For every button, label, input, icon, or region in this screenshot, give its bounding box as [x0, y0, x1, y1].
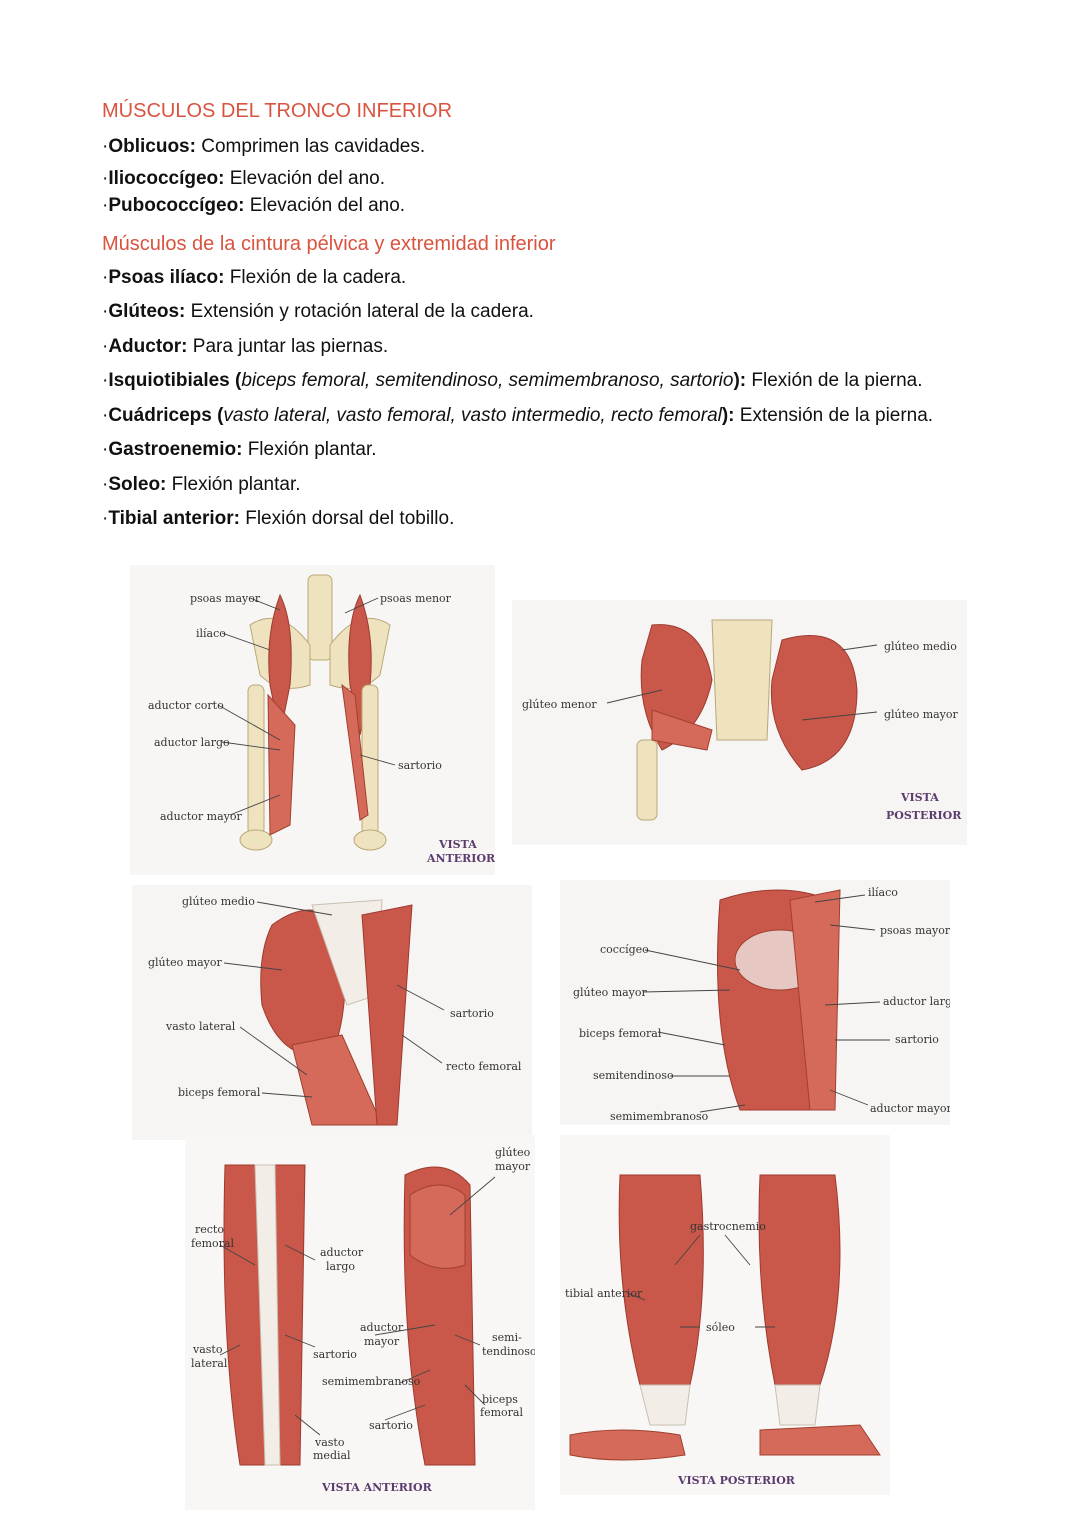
label-aductor-largo: aductor largo: [154, 736, 230, 749]
list-item: ·Psoas ilíaco: Flexión de la cadera.: [102, 266, 407, 288]
label-mayor: mayor: [364, 1335, 400, 1348]
label-aductor: aductor: [320, 1246, 364, 1259]
label-sartorio: sartorio: [895, 1033, 939, 1046]
list-item: ·Gastroenemio: Flexión plantar.: [102, 439, 377, 460]
list-item: ·Cuádriceps (vasto lateral, vasto femora…: [102, 404, 934, 426]
section2-title: Músculos de la cintura pélvica y extremi…: [102, 232, 556, 255]
label-semi: semi-: [492, 1331, 522, 1344]
label-iliaco: ilíaco: [196, 627, 226, 640]
label-gluteo-medio: glúteo medio: [884, 640, 957, 653]
label-aductor-largo: aductor largo: [883, 995, 950, 1008]
view-label: VISTA ANTERIOR: [321, 1481, 433, 1494]
label-gluteo-medio: glúteo medio: [182, 895, 255, 908]
label-iliaco: ilíaco: [868, 886, 898, 899]
label-semimembranoso: semimembranoso: [322, 1375, 421, 1388]
label-gluteo-mayor: glúteo mayor: [573, 986, 648, 999]
label-vasto-lateral: vasto lateral: [165, 1020, 236, 1033]
label-tibial-anterior: tibial anterior: [565, 1287, 643, 1300]
label-semimembranoso: semimembranoso: [610, 1110, 709, 1123]
label-femoral: femoral: [480, 1406, 523, 1419]
label-semitendinoso: semitendinoso: [593, 1069, 674, 1082]
label-aductor-mayor: aductor mayor: [160, 810, 242, 823]
label-psoas-menor: psoas menor: [380, 592, 452, 605]
label-sartorio: sartorio: [398, 759, 442, 772]
label-gluteo-mayor: glúteo mayor: [148, 956, 223, 969]
figure-medial-thigh: ilíaco psoas mayor coccígeo glúteo mayor…: [560, 880, 950, 1125]
label-aductor: aductor: [360, 1321, 404, 1334]
label-gluteo: glúteo: [495, 1146, 531, 1159]
figure-anterior-pelvis: psoas mayor psoas menor ilíaco aductor c…: [130, 565, 495, 875]
list-item: ·Pubococcígeo: Elevación del ano.: [102, 194, 406, 216]
label-gluteo-menor: glúteo menor: [522, 698, 597, 711]
label-soleo: sóleo: [706, 1321, 735, 1334]
list-item: ·Aductor: Para juntar las piernas.: [102, 335, 389, 357]
view-label: ANTERIOR: [426, 852, 495, 865]
view-label: VISTA POSTERIOR: [677, 1474, 796, 1487]
label-recto-femoral: recto femoral: [446, 1060, 522, 1073]
label-aductor-mayor: aductor mayor: [870, 1102, 950, 1115]
label-gluteo-mayor: glúteo mayor: [884, 708, 959, 721]
list-item: ·Isquiotibiales (biceps femoral, semiten…: [102, 370, 923, 391]
figure-lower-leg: gastrocnemio tibial anterior sóleo VISTA…: [560, 1135, 890, 1495]
label-psoas-mayor: psoas mayor: [190, 592, 261, 605]
label-gastrocnemio: gastrocnemio: [690, 1220, 766, 1233]
view-label: VISTA: [438, 838, 477, 851]
label-coccigeo: coccígeo: [600, 943, 649, 956]
label-psoas-mayor: psoas mayor: [880, 924, 950, 937]
list-item: ·Iliococcígeo: Elevación del ano.: [102, 167, 386, 189]
label-sartorio: sartorio: [450, 1007, 494, 1020]
list-item: ·Glúteos: Extensión y rotación lateral d…: [102, 301, 534, 322]
label-lateral: lateral: [191, 1357, 228, 1370]
list-item: ·Oblicuos: Comprimen las cavidades.: [102, 136, 426, 157]
label-sartorio: sartorio: [369, 1419, 413, 1432]
label-femoral: femoral: [191, 1237, 234, 1250]
notes-text: MÚSCULOS DEL TRONCO INFERIOR ·Oblicuos: …: [102, 98, 1002, 537]
label-biceps: biceps: [482, 1393, 518, 1406]
figure-posterior-pelvis: glúteo menor glúteo medio glúteo mayor V…: [512, 600, 967, 845]
label-medial: medial: [313, 1449, 351, 1462]
label-mayor: mayor: [495, 1160, 531, 1173]
label-aductor-corto: aductor corto: [148, 699, 224, 712]
list-item: ·Tibial anterior: Flexión dorsal del tob…: [102, 508, 455, 529]
label-biceps-femoral: biceps femoral: [579, 1027, 662, 1040]
list-item: ·Soleo: Flexión plantar.: [102, 473, 301, 495]
figure-thigh-views: recto femoral aductor largo glúteo mayor…: [185, 1135, 535, 1510]
figure-lateral-thigh: glúteo medio glúteo mayor vasto lateral …: [132, 885, 532, 1140]
label-recto: recto: [195, 1223, 224, 1236]
label-sartorio: sartorio: [313, 1348, 357, 1361]
label-vasto: vasto: [192, 1343, 223, 1356]
label-vasto: vasto: [314, 1436, 345, 1449]
section1-title: MÚSCULOS DEL TRONCO INFERIOR: [102, 100, 453, 122]
view-label: POSTERIOR: [886, 809, 962, 822]
view-label: VISTA: [900, 791, 939, 804]
label-tendinoso: tendinoso: [482, 1345, 535, 1358]
label-largo: largo: [326, 1260, 355, 1273]
label-biceps-femoral: biceps femoral: [178, 1086, 261, 1099]
